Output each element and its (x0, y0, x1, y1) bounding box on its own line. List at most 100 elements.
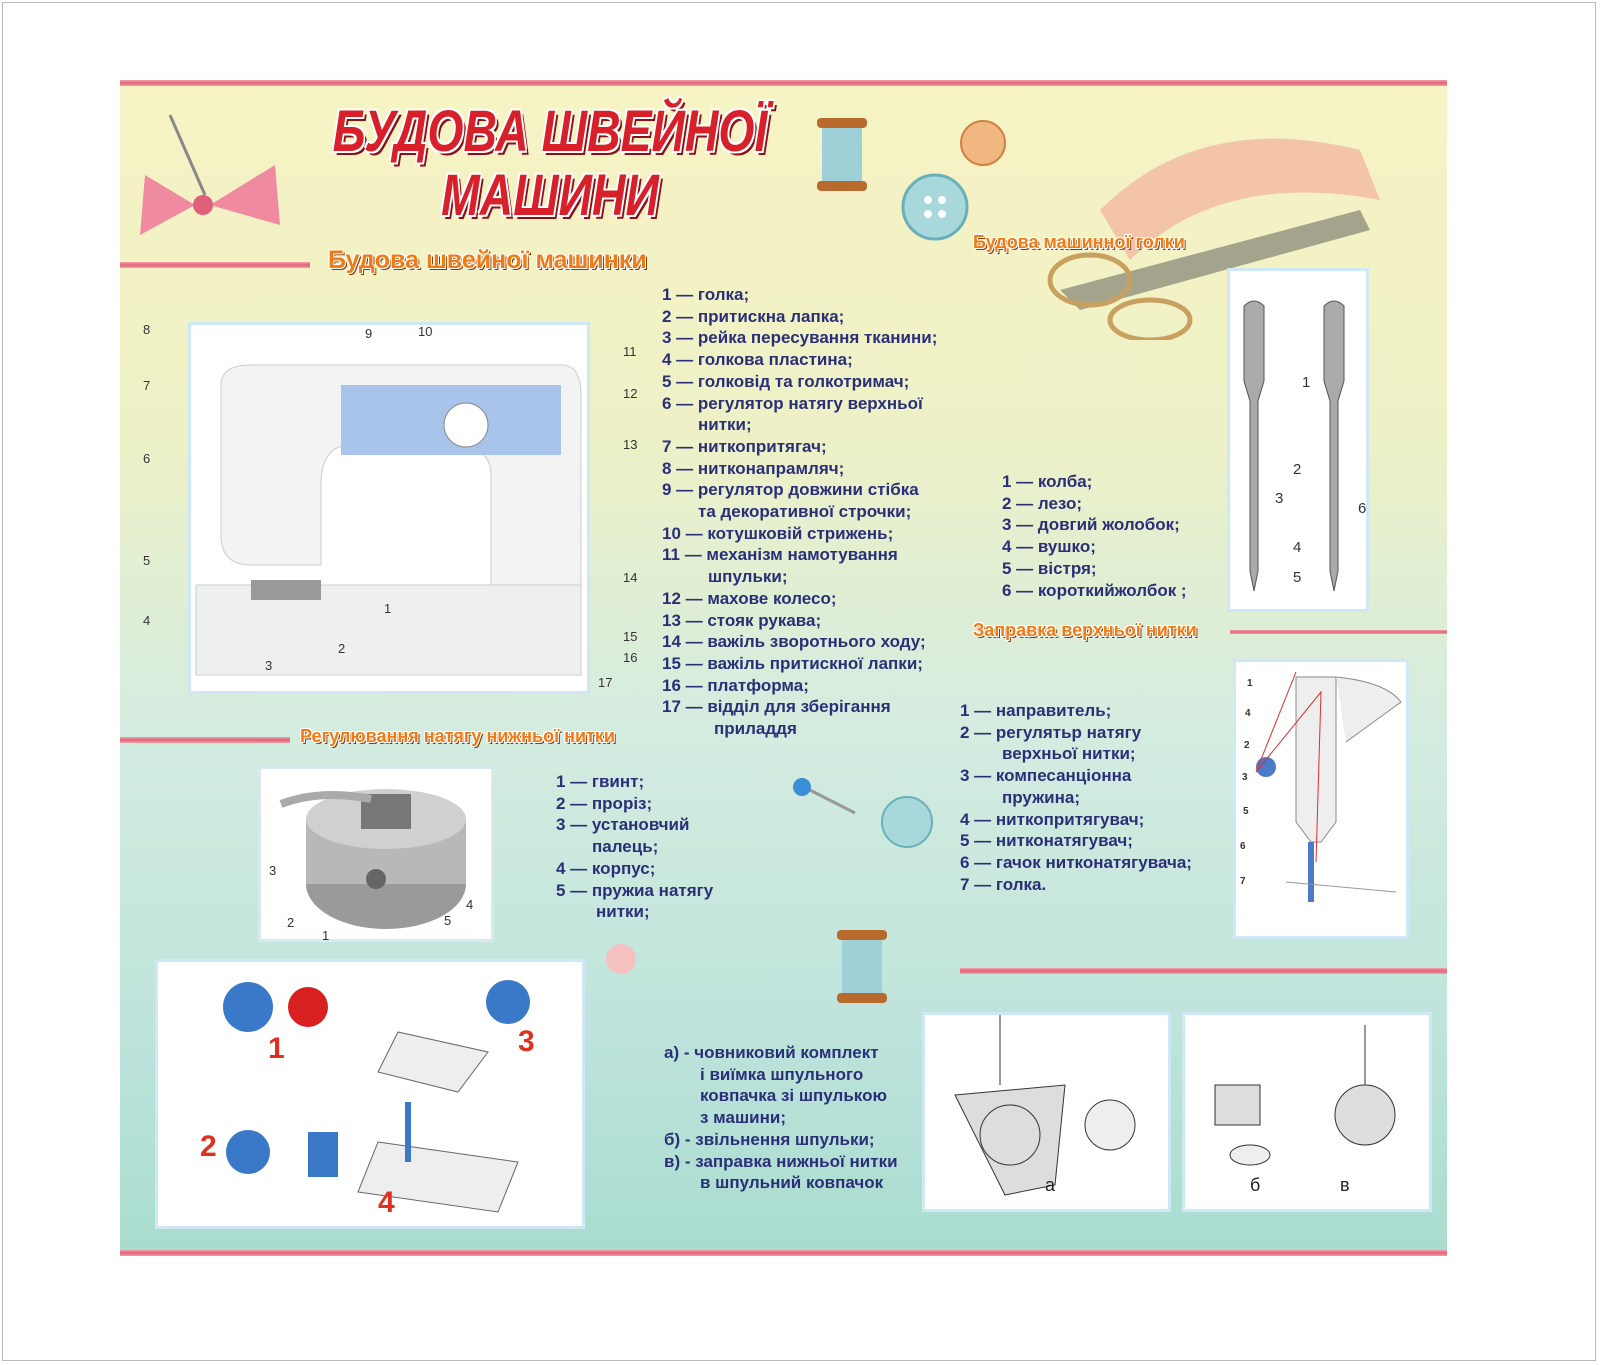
bobbin-parts-list: 1 — гвинт; 2 — проріз; 3 — установчий па… (556, 771, 713, 923)
list-item: 5 — вістря; (1002, 558, 1097, 578)
divider (1230, 630, 1447, 634)
label: 5 (444, 913, 452, 928)
thread-spool-icon (817, 118, 867, 191)
page-title-line: МАШИНИ (441, 163, 659, 228)
label: 1 (1302, 374, 1311, 391)
list-item: 9 — регулятор довжини стібка (662, 480, 919, 500)
shuttle-figure-bv (1182, 1012, 1432, 1212)
page-title-line: БУДОВА ШВЕЙНОЇ (332, 99, 768, 164)
list-item: в) - заправка нижньої нитки (664, 1151, 898, 1171)
label: 6 (143, 451, 151, 466)
bobbin-case-drawing (279, 789, 466, 929)
label: 4 (143, 613, 151, 628)
list-item: 1 — гвинт; (556, 772, 645, 791)
list-item: 1 — колба; (1002, 472, 1093, 491)
list-item: 17 — відділ для зберігання (662, 697, 891, 717)
needle-drawing (1243, 300, 1345, 592)
list-item: 2 — лезо; (1002, 493, 1083, 513)
divider (120, 737, 290, 743)
list-item: а) - човниковий комплект (664, 1043, 879, 1062)
step-number: 2 (200, 1130, 217, 1163)
safety-pin-icon (793, 778, 856, 815)
needle-image (1227, 268, 1369, 612)
label: 2 (1293, 461, 1302, 478)
divider (120, 262, 310, 268)
figure-letter: а (1045, 1175, 1056, 1195)
label: 5 (1293, 569, 1302, 586)
threading-image (1233, 659, 1409, 939)
threading-parts-list: 1 — направитель; 2 — регулятьр натягу ве… (960, 700, 1192, 895)
list-item: і виїмка шпульного (700, 1064, 864, 1084)
bobbin-steps-image (155, 959, 585, 1229)
list-item: б) - звільнення шпульки; (664, 1129, 875, 1149)
list-item: 5 — нитконатягувач; (960, 831, 1133, 851)
list-item: 4 — корпус; (556, 858, 656, 878)
label: 1 (384, 601, 392, 616)
button-icon (881, 796, 933, 848)
list-item: 11 — механізм намотування (662, 545, 898, 565)
step-number: 3 (518, 1025, 535, 1058)
step-number: 1 (268, 1032, 285, 1065)
list-item: 8 — нитконапрамляч; (662, 458, 845, 478)
list-item: 15 — важіль притискної лапки; (662, 653, 923, 673)
label: 5 (1243, 806, 1249, 817)
label: 11 (623, 344, 637, 359)
label: 7 (1240, 876, 1246, 887)
list-item: 5 — пружиа натягу (556, 880, 714, 900)
list-item: 6 — короткийжолбок ; (1002, 580, 1187, 600)
label: 9 (365, 326, 373, 341)
label: 7 (143, 378, 151, 393)
shuttle-drawing (954, 1015, 1136, 1196)
list-item: 12 — махове колесо; (662, 588, 837, 608)
label: 16 (623, 650, 638, 665)
list-item: верхньої нитки; (1002, 744, 1136, 764)
ribbon-needle-icon (140, 114, 280, 235)
label: 6 (1358, 500, 1367, 517)
button-icon (901, 173, 969, 241)
label: 4 (1245, 708, 1251, 719)
measuring-tape-scissors-icon (1047, 138, 1380, 340)
list-item: нитки; (596, 902, 650, 922)
button-icon (606, 944, 636, 974)
label: 10 (418, 324, 433, 339)
label: 5 (143, 553, 151, 568)
figure-letter: в (1340, 1175, 1350, 1195)
shuttle-figure-a (922, 1012, 1171, 1212)
label: 3 (1242, 772, 1248, 783)
label: 4 (466, 897, 474, 912)
heading-threading: Заправка верхньої нитки (973, 620, 1197, 640)
divider (960, 968, 1447, 974)
bobbin-hand-drawing (1214, 1025, 1396, 1166)
list-item: та декоративної строчки; (698, 502, 912, 522)
needle-parts-list: 1 — колба; 2 — лезо; 3 — довгий жолобок;… (1002, 471, 1187, 601)
list-item: 2 — притискна лапка; (662, 306, 845, 326)
list-item: 3 — компесанціонна (960, 766, 1132, 786)
bobbin-case-image (258, 766, 494, 942)
label: 1 (1247, 678, 1253, 689)
heading-machine: Будова швейної машинки (328, 246, 647, 274)
list-item: 3 — довгий жолобок; (1002, 515, 1180, 535)
label: 4 (1293, 539, 1302, 556)
list-item: 14 — важіль зворотнього ходу; (662, 632, 926, 652)
sewing-machine-image (188, 322, 590, 694)
list-item: приладдя (714, 719, 797, 739)
label: 17 (598, 675, 613, 690)
list-item: 16 — платформа; (662, 675, 809, 695)
shuttle-steps-list: а) - човниковий комплект і виїмка шпульн… (664, 1042, 898, 1194)
label: 12 (623, 386, 638, 401)
top-stripe (120, 80, 1447, 86)
list-item: пружина; (1002, 787, 1080, 807)
list-item: в шпульний ковпачок (700, 1173, 884, 1193)
list-item: 3 — установчий (556, 815, 690, 835)
list-item: 2 — регулятьр натягу (960, 722, 1142, 742)
list-item: 4 — вушко; (1002, 537, 1096, 557)
label: 3 (1275, 490, 1284, 507)
thread-spool-icon (837, 930, 887, 1003)
sewing-machine-drawing (195, 364, 582, 676)
label: 3 (269, 863, 277, 878)
list-item: 7 — ниткопритягач; (662, 436, 827, 456)
list-item: 6 — регулятор натягу верхньої (662, 393, 923, 413)
label: 14 (623, 570, 638, 585)
step-number: 4 (378, 1186, 395, 1219)
